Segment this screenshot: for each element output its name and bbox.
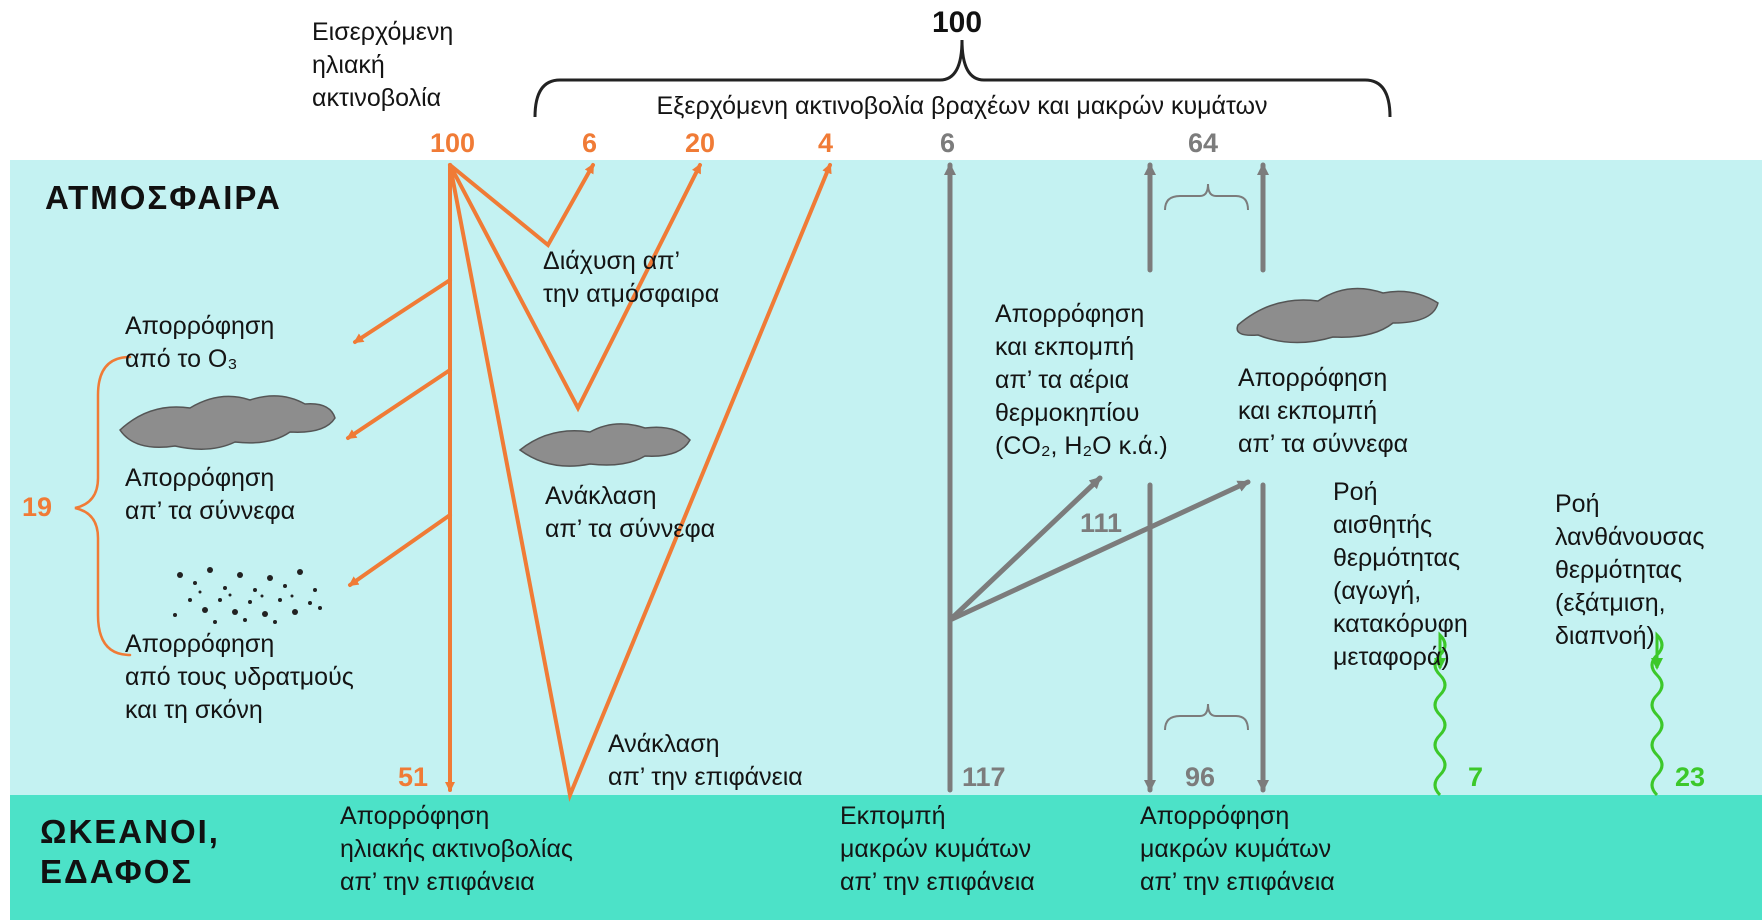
back-radiation-brace [1165, 704, 1248, 730]
ozone-absorb-arrow [355, 280, 450, 342]
ozone-absorb-label: Απορρόφηση από το O₃ [125, 310, 274, 376]
atmosphere-zone-label: ΑΤΜΟΣΦΑΙΡΑ [45, 178, 282, 218]
greenhouse-label: Απορρόφηση και εκπομπή απ’ τα αέρια θερμ… [995, 298, 1168, 463]
vapor-dust-absorb-label: Απορρόφηση από τους υδρατμούς και τη σκό… [125, 628, 354, 727]
cloud-icon [520, 424, 690, 466]
cloud-absorb-label: Απορρόφηση απ’ τα σύννεφα [125, 462, 295, 528]
surface-emit-longwave-label: Εκπομπή μακρών κυμάτων απ’ την επιφάνεια [840, 800, 1035, 899]
total-outgoing-value: 100 [932, 6, 982, 40]
back-radiation-value: 96 [1185, 762, 1215, 793]
cloud-absorb-arrow [348, 370, 450, 438]
longwave-out-brace [1165, 184, 1248, 210]
scatter-label: Διάχυση απ’ την ατμόσφαιρα [543, 245, 719, 311]
incoming-label: Εισερχόμενη ηλιακή ακτινοβολία [312, 16, 453, 115]
longwave-out-value: 64 [1188, 128, 1218, 159]
cloud-icon [120, 396, 335, 449]
surface-reflect-label: Ανάκλαση απ’ την επιφάνεια [608, 728, 803, 794]
cloud-reflect-value: 20 [685, 128, 715, 159]
sensible-heat-value: 7 [1468, 762, 1483, 793]
atmos-absorb-total-value: 19 [22, 492, 52, 523]
longwave-window-value: 6 [940, 128, 955, 159]
surface-absorb-solar-value: 51 [398, 762, 428, 793]
latent-heat-arrow [1652, 635, 1662, 795]
surface-reflect-value: 4 [818, 128, 833, 159]
latent-heat-label: Ροή λανθάνουσας θερμότητας (εξάτμιση, δι… [1555, 488, 1704, 653]
surface-emission-value: 117 [962, 762, 1006, 793]
gh-absorb-arrow [950, 478, 1100, 620]
vapor-absorb-arrow [350, 515, 450, 585]
outgoing-label: Εξερχόμενη ακτινοβολία βραχέων και μακρώ… [552, 90, 1372, 123]
cloud-absorb-lw-arrow [950, 482, 1248, 620]
greenhouse-absorb-value: 111 [1080, 508, 1122, 539]
surface-zone-label: ΩΚΕΑΝΟΙ, ΕΔΑΦΟΣ [40, 812, 220, 892]
incoming-value: 100 [430, 128, 475, 159]
scatter-out-value: 6 [582, 128, 597, 159]
latent-heat-value: 23 [1675, 762, 1705, 793]
surface-absorb-longwave-label: Απορρόφηση μακρών κυμάτων απ’ την επιφάν… [1140, 800, 1335, 899]
sensible-heat-label: Ροή αισθητής θερμότητας (αγωγή, κατακόρυ… [1333, 476, 1468, 674]
cloud-icon [1237, 289, 1438, 343]
cloud-emit-label: Απορρόφηση και εκπομπή απ’ τα σύννεφα [1238, 362, 1408, 461]
atmos-absorb-brace [75, 357, 130, 655]
cloud-reflect-label: Ανάκλαση απ’ τα σύννεφα [545, 480, 715, 546]
surface-absorb-solar-label: Απορρόφηση ηλιακής ακτινοβολίας απ’ την … [340, 800, 573, 899]
dust-icon [173, 567, 322, 624]
